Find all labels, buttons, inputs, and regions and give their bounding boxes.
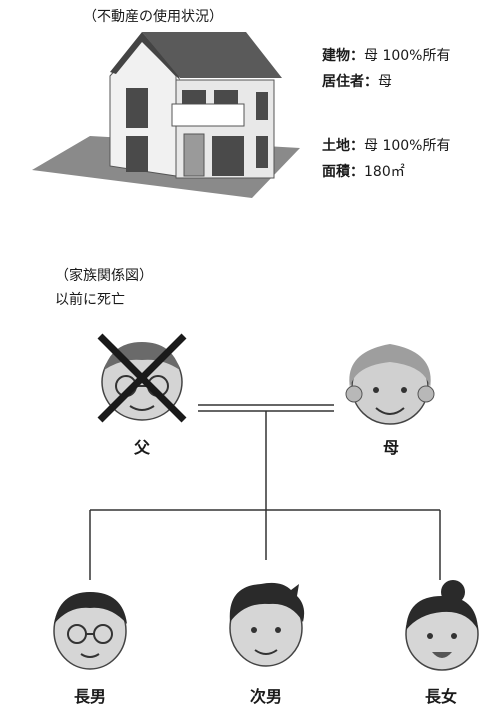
house-illustration <box>32 32 300 198</box>
eldest-son-label: 長男 <box>73 687 106 706</box>
father-face-icon <box>97 333 187 423</box>
occupant-sep: ： <box>364 74 378 90</box>
area-sep: ： <box>350 164 364 180</box>
occupant-info: 居住者：母 <box>322 73 392 91</box>
building-label: 建物 <box>322 48 350 64</box>
occupant-label: 居住者 <box>322 74 364 90</box>
eldest-daughter-face-icon <box>405 580 479 671</box>
eldest-son-face-icon <box>53 592 127 670</box>
occupant-value: 母 <box>378 74 392 90</box>
land-ownership: 土地：母 100%所有 <box>322 137 450 155</box>
building-ownership: 建物：母 100%所有 <box>322 47 450 65</box>
family-caption: （家族関係図） <box>55 268 153 284</box>
second-son-label: 次男 <box>249 687 282 706</box>
deceased-note: 以前に死亡 <box>55 292 125 308</box>
mother-label: 母 <box>382 438 399 457</box>
building-sep: ： <box>350 48 364 64</box>
building-value: 母 100%所有 <box>364 48 451 64</box>
second-son-face-icon <box>229 582 305 667</box>
area-value: 180㎡ <box>364 164 405 180</box>
land-value: 母 100%所有 <box>364 138 451 154</box>
land-area: 面積：180㎡ <box>322 163 405 181</box>
property-caption: （不動産の使用状況） <box>83 9 223 25</box>
land-sep: ： <box>350 138 364 154</box>
eldest-daughter-label: 長女 <box>424 687 457 706</box>
father-label: 父 <box>133 438 150 457</box>
mother-face-icon <box>345 344 435 425</box>
area-label: 面積 <box>322 164 350 180</box>
land-label: 土地 <box>322 138 350 154</box>
